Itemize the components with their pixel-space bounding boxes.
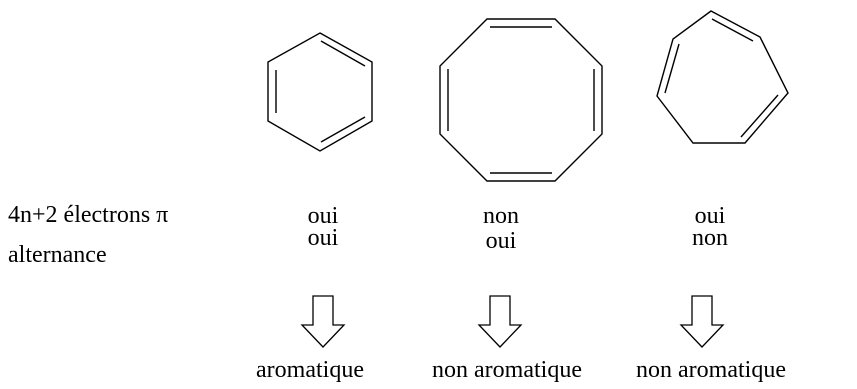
arrow-down-icon: [679, 295, 725, 348]
benzene-structure: [267, 32, 373, 152]
arrow-down-icon: [300, 295, 346, 348]
cht-double-bond-2: [740, 94, 779, 138]
cht-result: non aromatique: [636, 357, 786, 383]
cot-alternance-value: oui: [485, 228, 517, 254]
row-label-electrons: 4n+2 électrons π: [8, 202, 169, 228]
benzene-result: aromatique: [256, 357, 364, 383]
cycloheptatriene-ring: [656, 10, 789, 144]
cyclooctatetraene-ring: [439, 18, 603, 182]
benzene-double-bond-2: [320, 116, 366, 143]
cht-double-bond-3: [664, 43, 680, 94]
benzene-ring: [267, 32, 373, 152]
benzene-alternance-value: oui: [307, 225, 339, 251]
cot-electrons-value: non: [483, 203, 519, 229]
row-label-alternance: alternance: [8, 242, 107, 268]
cycloheptatriene-structure: [656, 10, 789, 144]
benzene-electrons-value: oui: [307, 203, 339, 229]
cyclooctatetraene-structure: [439, 18, 603, 182]
cht-double-bond-1: [711, 18, 754, 42]
cht-alternance-value: non: [692, 225, 728, 251]
cht-electrons-value: oui: [694, 203, 726, 229]
arrow-down-icon: [477, 295, 523, 348]
cot-result: non aromatique: [432, 357, 582, 383]
benzene-double-bond-1: [320, 40, 366, 67]
